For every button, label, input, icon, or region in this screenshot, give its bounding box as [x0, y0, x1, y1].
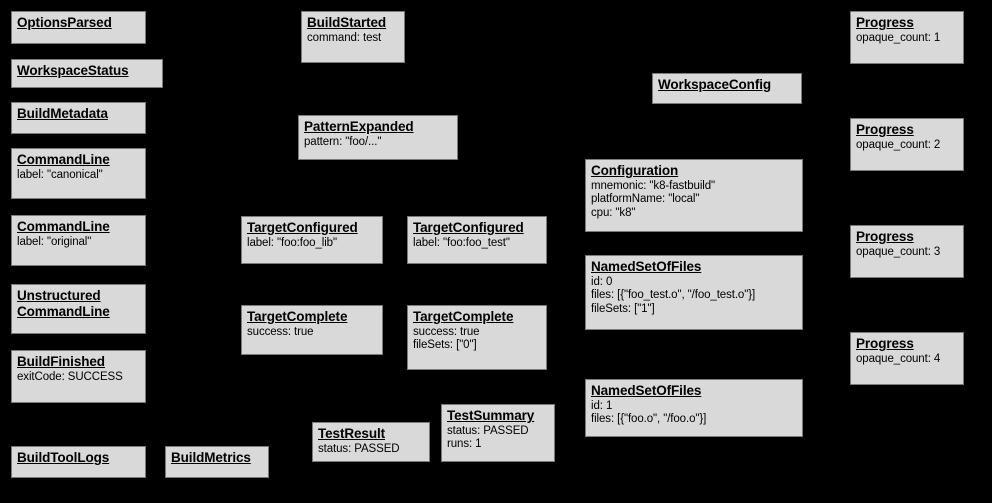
event-node-workspace-status[interactable]: WorkspaceStatus — [11, 59, 163, 88]
event-node-title: OptionsParsed — [17, 15, 112, 30]
event-node-fields: success: true — [247, 325, 314, 338]
event-node-title: TargetComplete — [247, 309, 348, 324]
event-node-fields: opaque_count: 1 — [856, 31, 941, 44]
event-node-title: TargetConfigured — [413, 220, 524, 235]
event-node-title: TargetConfigured — [247, 220, 358, 235]
event-node-fields: id: 1 files: [{"foo.o", "/foo.o"}] — [591, 399, 707, 426]
event-node-title: CommandLine — [17, 152, 110, 167]
event-node-title: TestSummary — [447, 408, 535, 423]
event-node-fields: label: "canonical" — [17, 168, 103, 181]
event-node-title: BuildToolLogs — [17, 450, 110, 465]
event-node-options-parsed[interactable]: OptionsParsed — [11, 11, 146, 44]
event-node-fields: mnemonic: "k8-fastbuild" platformName: "… — [591, 179, 716, 220]
event-node-title: NamedSetOfFiles — [591, 259, 702, 274]
event-node-fields: opaque_count: 2 — [856, 138, 941, 151]
event-node-title: Progress — [856, 15, 914, 30]
event-node-workspace-config[interactable]: WorkspaceConfig — [652, 73, 802, 104]
event-node-unstructured-command-line[interactable]: Unstructured CommandLine — [11, 284, 146, 334]
event-node-title: PatternExpanded — [304, 119, 414, 134]
event-node-fields: id: 0 files: [{"foo_test.o", "/foo_test.… — [591, 275, 756, 316]
event-node-title: Progress — [856, 336, 914, 351]
event-node-build-tool-logs[interactable]: BuildToolLogs — [11, 446, 146, 478]
event-node-title: WorkspaceConfig — [658, 77, 772, 92]
event-node-fields: label: "foo:foo_test" — [413, 236, 510, 249]
event-node-fields: label: "original" — [17, 235, 92, 248]
event-node-title: Configuration — [591, 163, 679, 178]
event-node-fields: label: "foo:foo_lib" — [247, 236, 337, 249]
event-node-build-metrics[interactable]: BuildMetrics — [165, 446, 269, 478]
event-node-build-metadata[interactable]: BuildMetadata — [11, 102, 146, 134]
event-node-title: NamedSetOfFiles — [591, 383, 702, 398]
event-node-fields: command: test — [307, 31, 382, 44]
event-node-title: BuildMetrics — [171, 450, 251, 465]
event-node-title: WorkspaceStatus — [17, 63, 129, 78]
event-node-fields: exitCode: SUCCESS — [17, 370, 123, 383]
event-node-title: BuildStarted — [307, 15, 387, 30]
event-node-fields: success: true fileSets: ["0"] — [413, 325, 480, 352]
event-node-title: CommandLine — [17, 219, 110, 234]
event-node-title: Progress — [856, 122, 914, 137]
event-node-title: BuildFinished — [17, 354, 105, 369]
event-node-title: TestResult — [318, 426, 386, 441]
event-node-title: Unstructured CommandLine — [17, 288, 110, 319]
event-node-title: BuildMetadata — [17, 106, 108, 121]
event-node-fields: status: PASSED — [318, 442, 400, 455]
event-node-fields: opaque_count: 4 — [856, 352, 941, 365]
event-node-title: TargetComplete — [413, 309, 514, 324]
event-node-title: Progress — [856, 229, 914, 244]
event-node-fields: status: PASSED runs: 1 — [447, 424, 529, 451]
event-node-fields: opaque_count: 3 — [856, 245, 941, 258]
event-node-fields: pattern: "foo/..." — [304, 135, 382, 148]
